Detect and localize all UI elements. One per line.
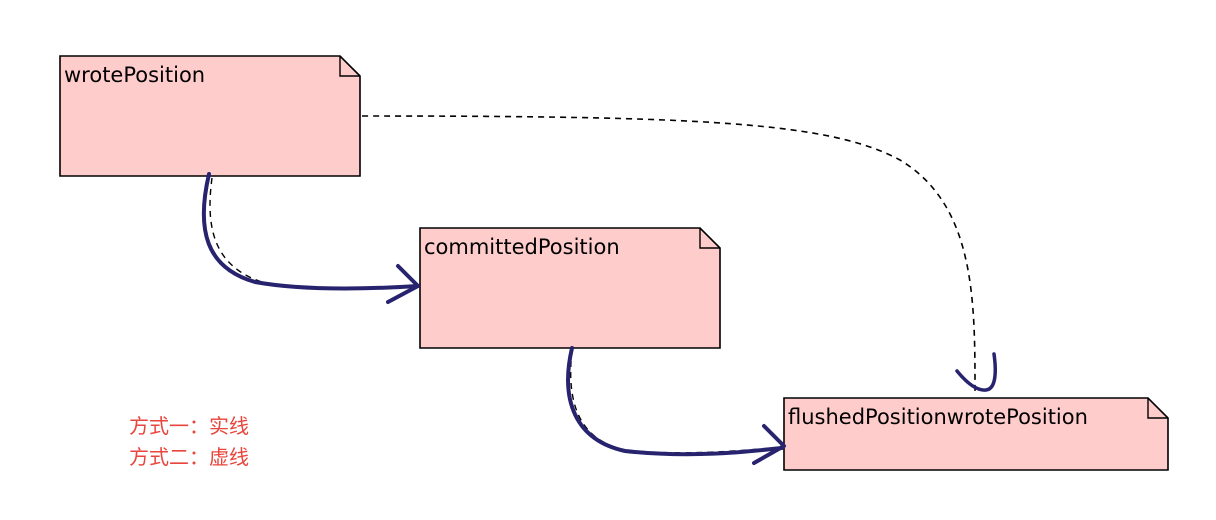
legend-line-solid: 方式一：实线 [129,414,249,438]
note-committed-position[interactable]: committedPosition [419,227,721,349]
note-fold [339,56,360,77]
arrow-shaft [201,172,420,291]
note-body [783,397,1169,471]
note-label: wrotePosition [64,63,205,87]
note-wrote-position[interactable]: wrotePosition [59,55,361,177]
dashed-connector-wrote-to-flushed [361,115,976,393]
note-label: committedPosition [424,235,620,259]
dashed-connector-wrote-to-committed [209,177,419,289]
solid-arrow-wrote-to-committed [201,172,420,304]
legend: 方式一：实线 方式二：虚线 [129,414,249,469]
arrowhead [752,424,786,465]
note-label: flushedPositionwrotePosition [788,405,1088,429]
note-body [419,227,721,349]
note-fold [699,228,720,249]
arrowhead [386,264,420,304]
note-body [59,55,361,177]
note-flushed-position[interactable]: flushedPositionwrotePosition [783,397,1169,471]
note-fold [1147,398,1168,419]
legend-line-dashed: 方式二：虚线 [129,445,249,469]
dashed-connector-committed-to-flushed [570,349,783,454]
solid-arrow-hook-into-flushed [955,352,997,392]
solid-arrow-committed-to-flushed [566,346,786,465]
arrow-shaft [566,346,784,457]
